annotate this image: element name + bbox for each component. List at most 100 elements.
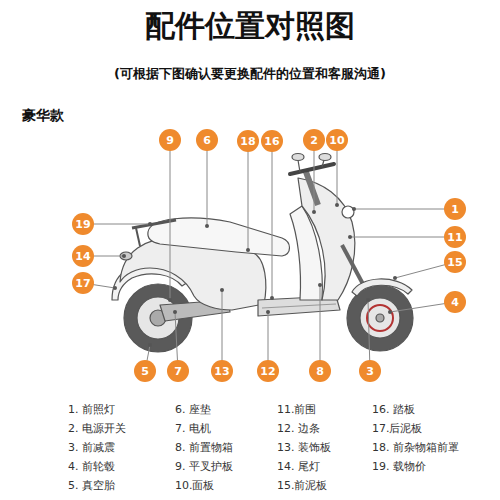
label-text: 6. 座垫 [175, 403, 211, 416]
callout-circle: 7 [167, 360, 189, 382]
label-text: 8. 前置物箱 [175, 441, 233, 454]
part-list-item: 1. 前照灯 [68, 403, 115, 417]
front-fender [352, 279, 412, 296]
callout-number: 5 [141, 366, 149, 377]
callout-number: 11 [447, 232, 462, 243]
rack-strut [136, 228, 140, 246]
leader-dot [312, 210, 316, 214]
leader-dot [168, 298, 172, 302]
callout-number: 16 [264, 136, 279, 147]
seat [148, 218, 290, 256]
leader-line [272, 141, 273, 298]
title-text: 配件位置对照图 [145, 8, 355, 43]
callout-circle: 14 [72, 245, 94, 267]
leader-line [248, 141, 249, 250]
subtitle: (可根据下图确认要更换配件的位置和客服沟通) [0, 66, 500, 83]
front-rim [360, 298, 400, 338]
part-list-item: 7. 电机 [175, 422, 211, 436]
leader-dot [113, 286, 117, 290]
steering-column [306, 172, 318, 205]
callout-number: 10 [329, 135, 344, 146]
label-text: 11.前围 [277, 403, 317, 416]
callout-number: 6 [203, 135, 211, 146]
leader-dot [388, 310, 392, 314]
side-trim [262, 304, 336, 308]
part-list-item: 3. 前减震 [68, 441, 115, 455]
leader-dot [352, 207, 356, 211]
front-shield [298, 178, 355, 300]
callout-circle: 8 [309, 360, 331, 382]
leader-lines [83, 140, 455, 371]
part-list-item: 6. 座垫 [175, 403, 211, 417]
label-text: 9. 平叉护板 [175, 460, 233, 473]
callout-circle: 16 [261, 130, 283, 152]
callout-circle: 17 [72, 272, 94, 294]
callout-number: 7 [174, 366, 182, 377]
part-list-item: 8. 前置物箱 [175, 441, 233, 455]
page-title: 配件位置对照图 [0, 6, 500, 47]
label-text: 14. 尾灯 [277, 460, 320, 473]
callout-number: 14 [75, 251, 90, 262]
part-list-item: 10.面板 [175, 479, 215, 493]
mirror-stem [298, 160, 300, 172]
leader-dot [205, 224, 209, 228]
label-text: 18. 前杂物箱前罩 [372, 441, 459, 454]
label-text: 13. 装饰板 [277, 441, 331, 454]
leader-dot [246, 248, 250, 252]
leader-dot [335, 203, 339, 207]
part-list-item: 17.后泥板 [372, 422, 423, 436]
leader-dot [266, 310, 270, 314]
scooter [112, 154, 413, 353]
callout-circle: 11 [444, 226, 466, 248]
callout-number: 4 [451, 297, 459, 308]
leader-line [170, 140, 171, 300]
callout-circle: 6 [196, 129, 218, 151]
callout-number: 3 [366, 366, 374, 377]
callout-number: 9 [166, 135, 174, 146]
callout-number: 17 [75, 278, 90, 289]
headlight [342, 206, 354, 218]
callout-number: 12 [260, 366, 275, 377]
label-text: 1. 前照灯 [68, 403, 115, 416]
mirror [319, 154, 331, 161]
callout-number: 2 [310, 135, 318, 146]
front-hub [376, 314, 384, 322]
leader-dot [348, 235, 352, 239]
callout-number: 19 [75, 219, 90, 230]
label-text: 3. 前减震 [68, 441, 115, 454]
part-list-item: 16. 踏板 [372, 403, 415, 417]
callout-circle: 1 [444, 198, 466, 220]
callout-circle: 5 [134, 360, 156, 382]
leader-dot [366, 298, 370, 302]
leader-line [350, 237, 455, 238]
label-text: 12. 边条 [277, 422, 320, 435]
part-list-item: 19. 载物价 [372, 460, 426, 474]
leader-line [320, 285, 321, 371]
leader-dot [173, 310, 177, 314]
part-list-item: 9. 平叉护板 [175, 460, 233, 474]
callout-number: 18 [240, 136, 255, 147]
label-text: 15.前泥板 [277, 479, 328, 492]
callout-circle: 13 [211, 360, 233, 382]
leader-line [354, 209, 455, 210]
callout-number: 13 [214, 366, 229, 377]
callout-circle: 19 [72, 213, 94, 235]
label-text: 16. 踏板 [372, 403, 415, 416]
brake-disc [367, 305, 393, 331]
label-text: 5. 真空胎 [68, 479, 115, 492]
leader-dot [393, 276, 397, 280]
label-text: 4. 前轮毂 [68, 460, 115, 473]
leader-dot [270, 296, 274, 300]
label-text: 豪华款 [22, 107, 64, 123]
leader-line [207, 140, 208, 226]
label-text: 19. 载物价 [372, 460, 426, 473]
part-list-item: 4. 前轮毂 [68, 460, 115, 474]
part-list-item: 14. 尾灯 [277, 460, 320, 474]
label-text: 2. 电源开关 [68, 422, 126, 435]
part-list-item: 11.前围 [277, 403, 317, 417]
callout-circle: 4 [444, 291, 466, 313]
callout-circle: 2 [303, 129, 325, 151]
callout-number: 1 [451, 204, 459, 215]
part-list-item: 15.前泥板 [277, 479, 328, 493]
